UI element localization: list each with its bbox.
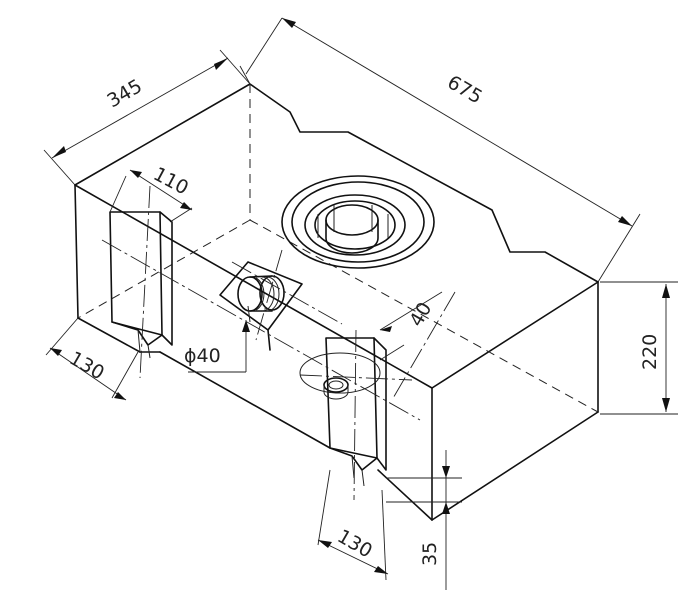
dim-675-label: 675 <box>444 71 486 108</box>
right-foot-slot <box>325 337 387 487</box>
dim-35: 35 <box>386 450 462 590</box>
bottom-drain <box>299 352 381 400</box>
dim-345: 345 <box>43 49 251 186</box>
dim-130-left: 130 <box>45 317 139 401</box>
dim-345-label: 345 <box>104 75 146 112</box>
dim-130-right-label: 130 <box>334 525 376 562</box>
left-foot-slot <box>109 211 173 359</box>
dim-220-label: 220 <box>639 334 661 370</box>
dim-220: 220 <box>600 281 678 415</box>
center-lines <box>101 185 456 501</box>
dim-130-left-label: 130 <box>66 347 108 384</box>
dim-110-label: 110 <box>150 163 192 199</box>
hidden-edges <box>77 84 599 413</box>
dim-phi40-label: ϕ40 <box>184 345 221 367</box>
dim-40: 40 <box>379 291 443 361</box>
dim-35-label: 35 <box>419 542 441 566</box>
dim-phi40: ϕ40 <box>184 320 250 373</box>
filler-cap <box>281 175 435 269</box>
side-port <box>219 261 303 351</box>
dim-40-label: 40 <box>405 299 436 331</box>
dim-110: 110 <box>109 163 193 223</box>
tank-body <box>74 83 599 521</box>
dim-130-right: 130 <box>317 469 389 581</box>
